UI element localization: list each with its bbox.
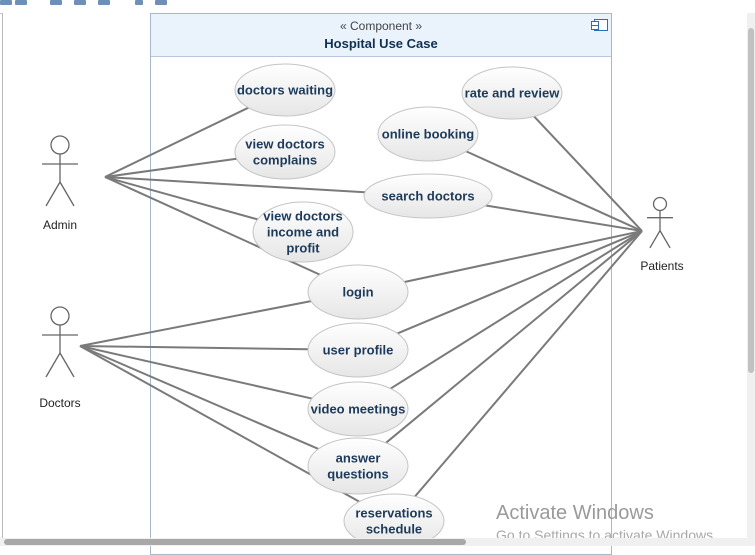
use-case-ellipse[interactable]: [343, 493, 445, 546]
use-case-label: video meetings: [311, 402, 406, 417]
toolbar-distribute-icon[interactable]: [98, 0, 110, 5]
horizontal-scroll-thumb[interactable]: [4, 539, 466, 545]
use-case-label: view doctors: [263, 209, 342, 224]
actor-head-icon: [50, 306, 70, 326]
association-lines: [79, 106, 643, 503]
association-admin-view-doctors-complains[interactable]: [104, 157, 237, 178]
association-admin-search-doctors[interactable]: [104, 176, 365, 194]
actor-stick-icon: [59, 181, 75, 207]
toolbar-back-icon[interactable]: [135, 0, 143, 5]
use-case-label: reservations: [355, 506, 432, 521]
component-header: « Component » Hospital Use Case: [151, 14, 611, 57]
actor-stick-icon: [659, 230, 671, 249]
use-case-label: doctors waiting: [237, 83, 333, 98]
use-case-label: profit: [286, 241, 320, 256]
association-patients-video-meetings[interactable]: [390, 230, 643, 390]
association-patients-answer-questions[interactable]: [385, 230, 643, 444]
use-case-rate-and-review[interactable]: rate and review: [461, 66, 563, 120]
horizontal-scrollbar[interactable]: [0, 538, 755, 546]
toolbar-arrange-icon[interactable]: [50, 0, 62, 5]
toolbar-forward-icon[interactable]: [155, 0, 167, 5]
use-case-search-doctors[interactable]: search doctors: [363, 173, 493, 219]
association-patients-user-profile[interactable]: [397, 230, 643, 335]
use-case-ellipse[interactable]: [307, 264, 409, 320]
use-case-ellipse[interactable]: [307, 381, 409, 437]
association-patients-login[interactable]: [404, 230, 643, 283]
association-patients-rate-and-review[interactable]: [533, 115, 643, 232]
use-case-label: search doctors: [381, 189, 474, 204]
use-case-label: schedule: [366, 522, 422, 537]
use-case-label: answer: [336, 451, 381, 466]
association-patients-search-doctors[interactable]: [485, 204, 643, 232]
actor-label: Doctors: [39, 396, 80, 410]
use-case-video-meetings[interactable]: video meetings: [307, 381, 409, 437]
toolbar-group-icon[interactable]: [74, 0, 86, 5]
vertical-scrollbar[interactable]: [747, 13, 755, 538]
actor-admin[interactable]: Admin: [42, 135, 78, 232]
association-patients-online-booking[interactable]: [465, 150, 643, 232]
actor-head-icon: [652, 196, 668, 212]
component-stereotype: « Component »: [339, 19, 423, 33]
use-case-ellipse[interactable]: [377, 106, 479, 162]
component-title: Hospital Use Case: [324, 36, 438, 51]
use-case-label: complains: [253, 153, 317, 168]
use-case-login[interactable]: login: [307, 264, 409, 320]
actor-label: Admin: [43, 218, 77, 232]
use-case-ellipse[interactable]: [252, 201, 354, 263]
association-patients-reservations-schedule[interactable]: [414, 230, 643, 498]
use-case-ellipse[interactable]: [307, 322, 409, 378]
use-case-label: questions: [327, 467, 388, 482]
association-doctors-video-meetings[interactable]: [79, 345, 313, 400]
use-case-doctors-waiting[interactable]: doctors waiting: [234, 63, 336, 117]
association-doctors-user-profile[interactable]: [79, 345, 309, 351]
use-case-online-booking[interactable]: online booking: [377, 106, 479, 162]
actor-patients[interactable]: Patients: [640, 196, 684, 273]
use-case-label: online booking: [382, 127, 474, 142]
use-case-ellipse[interactable]: [234, 63, 336, 117]
actor-stick-icon: [45, 181, 61, 207]
use-case-ellipse[interactable]: [363, 173, 493, 219]
use-case-ellipse[interactable]: [234, 124, 336, 180]
use-case-label: income and: [267, 225, 339, 240]
actor-stick-icon: [45, 352, 61, 378]
actor-head-icon: [50, 135, 70, 155]
association-doctors-answer-questions[interactable]: [79, 345, 319, 450]
component-icon: [591, 19, 608, 31]
association-admin-view-doctors-income[interactable]: [104, 176, 258, 221]
use-case-user-profile[interactable]: user profile: [307, 322, 409, 378]
actor-doctors[interactable]: Doctors: [39, 306, 81, 410]
toolbar-layout-icon[interactable]: [15, 0, 27, 5]
toolbar-align-icon[interactable]: [0, 0, 12, 5]
actor-stick-icon: [59, 352, 75, 378]
use-case-label: login: [342, 285, 373, 300]
actor-stick-icon: [649, 230, 661, 249]
use-case-label: view doctors: [245, 137, 324, 152]
association-admin-doctors-waiting[interactable]: [104, 106, 249, 178]
vertical-scroll-thumb[interactable]: [748, 28, 754, 373]
use-case-ellipse[interactable]: [461, 66, 563, 120]
watermark-title: Activate Windows: [496, 502, 654, 524]
use-case-ellipse[interactable]: [307, 437, 409, 495]
use-case-label: user profile: [323, 343, 394, 358]
use-case-label: rate and review: [465, 86, 561, 101]
association-doctors-login[interactable]: [79, 300, 312, 347]
actor-label: Patients: [640, 259, 683, 273]
